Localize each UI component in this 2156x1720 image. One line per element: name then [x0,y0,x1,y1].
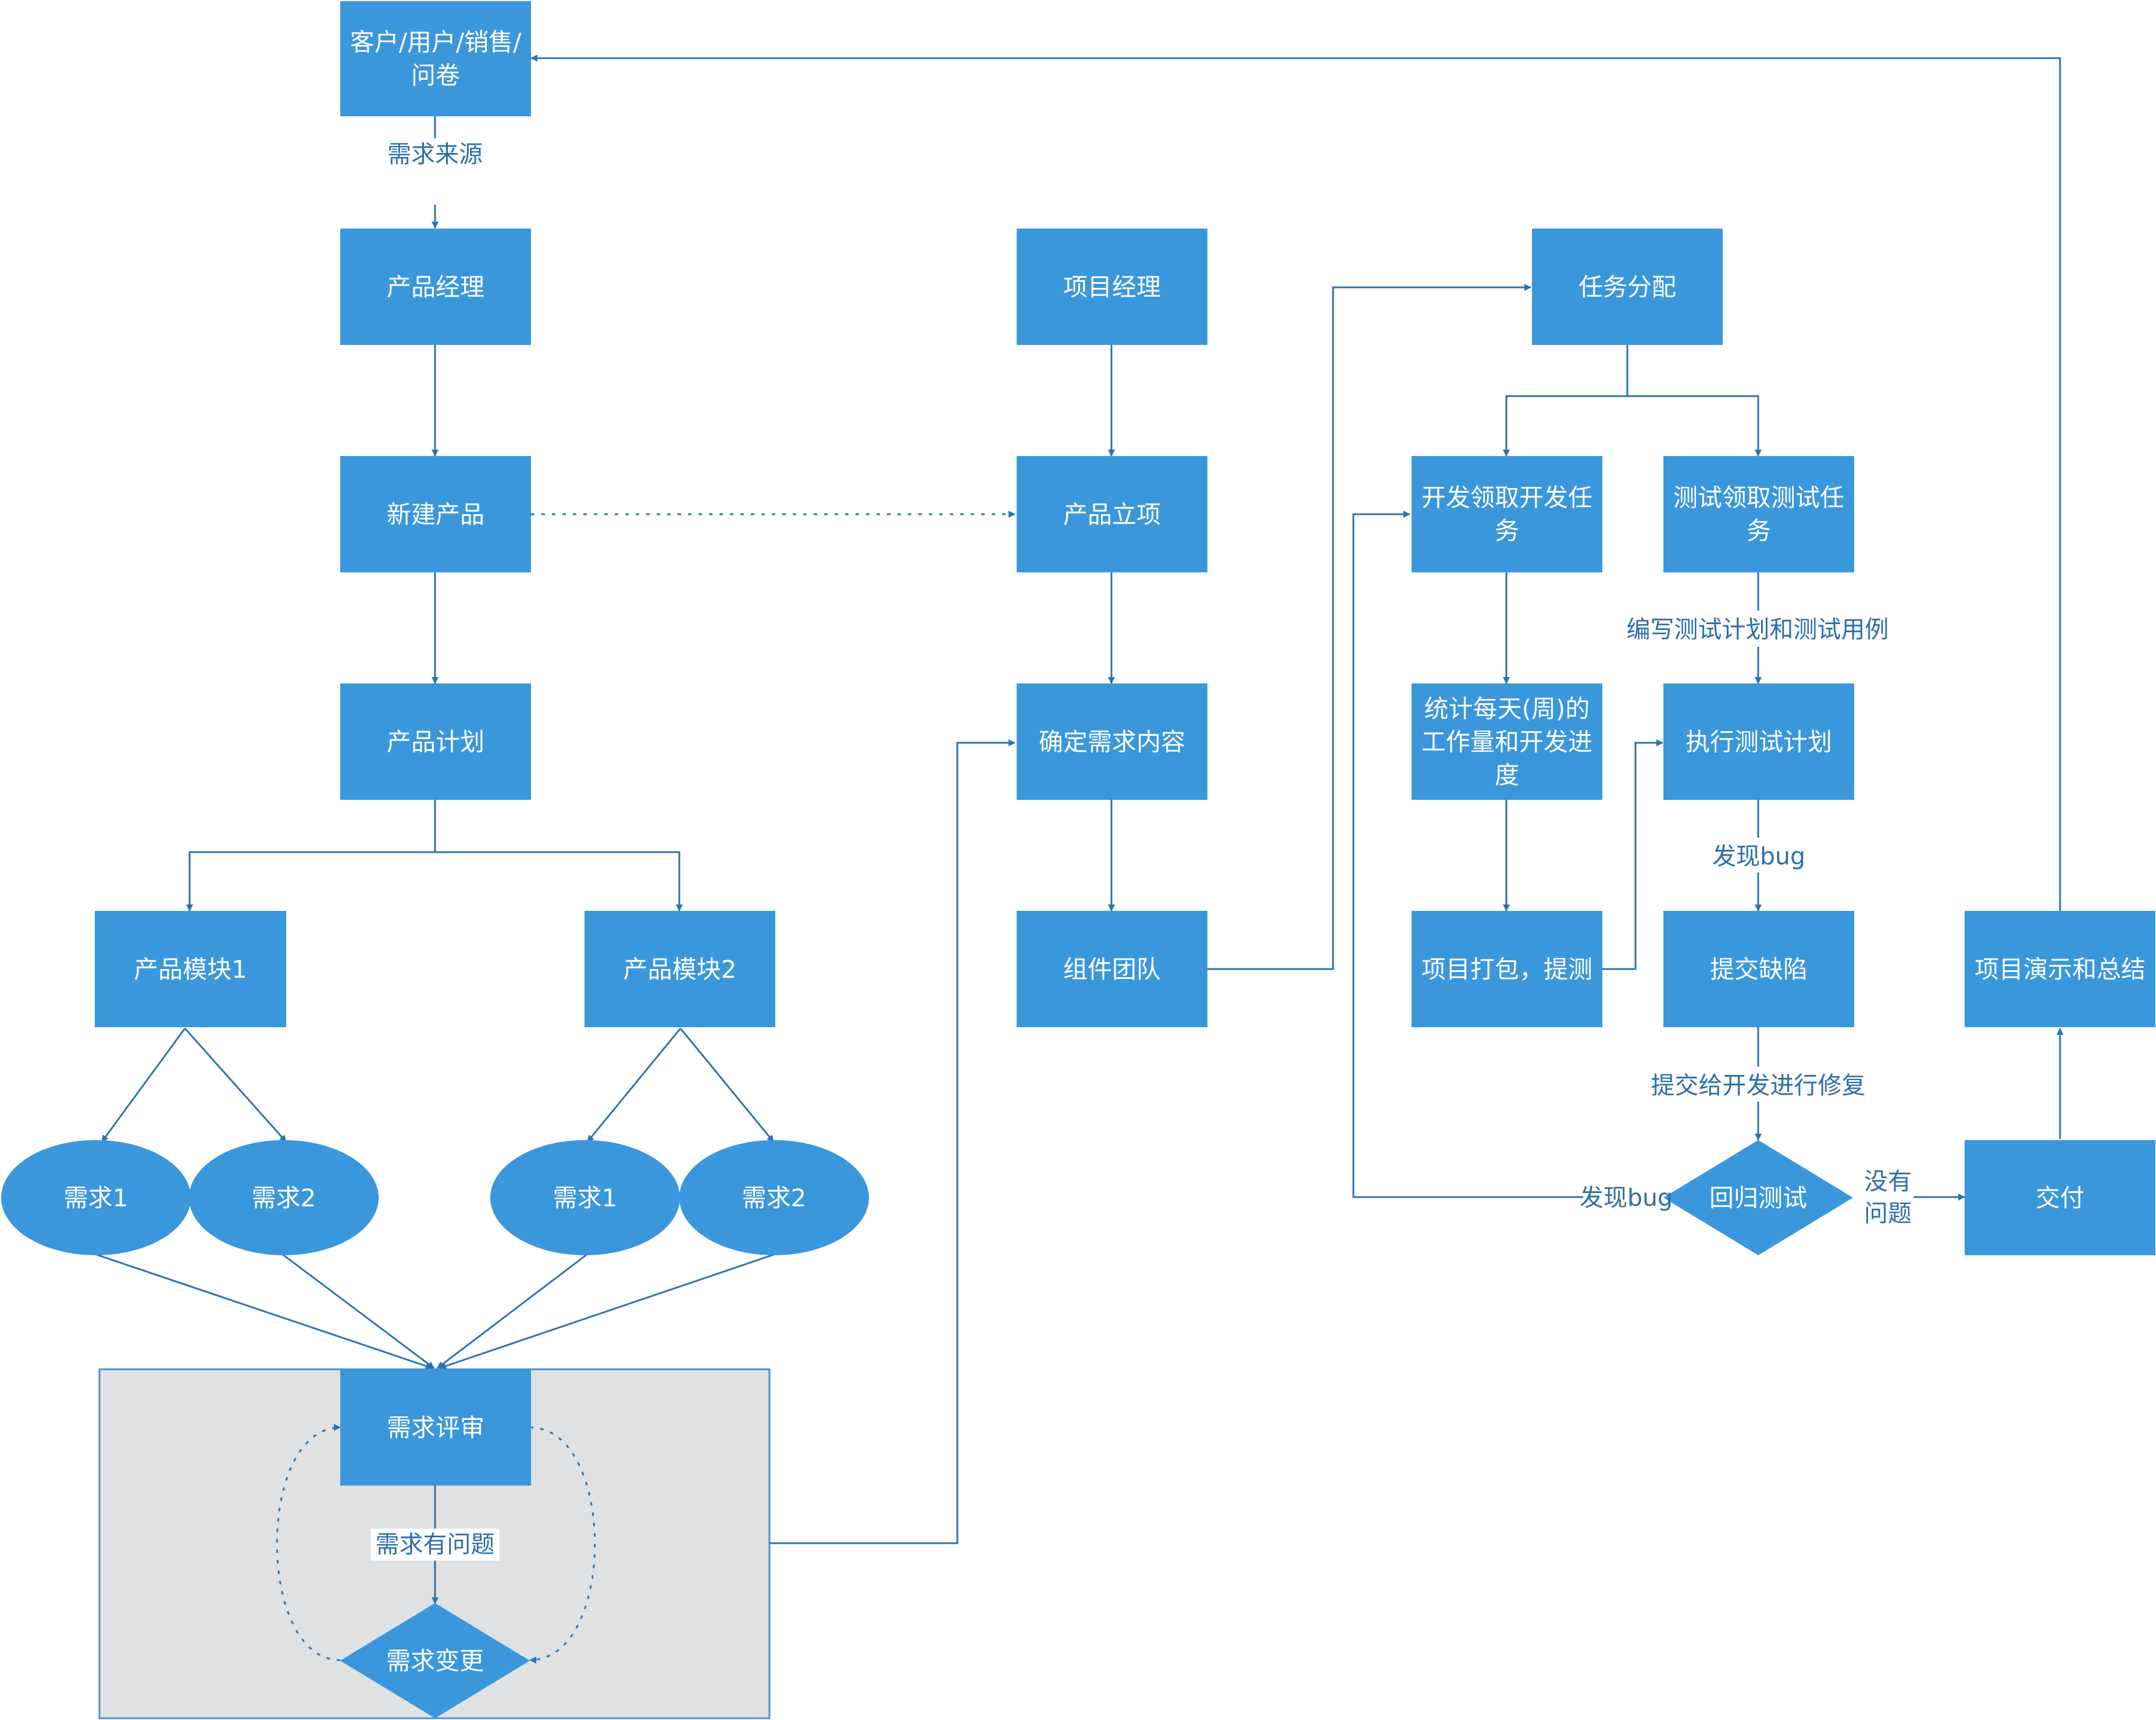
edge-package-exec [1602,739,1663,970]
edge-req1b-review [437,1253,588,1369]
node-product-plan: 产品计划 [340,683,531,800]
node-project-setup: 产品立项 [1017,456,1207,572]
edge-m2-req2b [679,1028,775,1142]
node-module-2: 产品模块2 [585,911,775,1027]
edge-plan-module1 [186,800,436,911]
edge-label-no-problem: 没有问题 [1864,1167,1912,1227]
node-component-team: 组件团队 [1017,911,1207,1027]
edge-req2a-review [281,1253,434,1369]
node-req1-module2: 需求1 [490,1140,680,1255]
node-execute-test-plan: 执行测试计划 [1663,683,1854,800]
edge-m1-req1a [101,1028,186,1142]
edge-label-found-bug-exec: 发现bug [1712,842,1806,870]
node-package-submit-test: 项目打包，提测 [1412,911,1602,1027]
node-project-manager: 项目经理 [1017,229,1207,345]
edge-label-submit-to-dev: 提交给开发进行修复 [1651,1071,1866,1099]
node-module-1: 产品模块1 [95,911,286,1027]
node-req2-module2: 需求2 [679,1140,869,1255]
edge-assign-test [1627,395,1762,457]
node-new-product: 新建产品 [340,456,531,572]
edge-group-confirm [769,739,1015,1544]
node-demo-summary: 项目演示和总结 [1965,911,2155,1027]
node-submit-defect: 提交缺陷 [1663,911,1854,1027]
node-req1-module1: 需求1 [1,1140,191,1255]
node-requirement-change: 需求变更 [340,1603,530,1718]
edge-req2b-review [439,1253,776,1370]
node-confirm-requirements: 确定需求内容 [1017,683,1207,800]
edge-regression-dev [1352,511,1583,1198]
edge-label-requirement-source: 需求来源 [387,140,483,168]
edge-label-write-test-plan: 编写测试计划和测试用例 [1626,615,1889,643]
node-regression-test: 回归测试 [1663,1140,1853,1255]
edge-assign-dev [1503,345,1628,457]
node-customer: 客户/用户/销售/问卷 [340,1,531,116]
node-req2-module1: 需求2 [189,1140,379,1255]
node-task-assignment: 任务分配 [1532,229,1723,345]
edge-change-review-loop [276,1424,341,1661]
edge-demo-customer [530,55,2061,911]
edge-req1a-review [94,1253,433,1370]
edge-label-requirement-problem: 需求有问题 [370,1529,500,1561]
node-dev-statistics: 统计每天(周)的工作量和开发进度 [1412,683,1602,800]
node-delivery: 交付 [1965,1140,2155,1255]
node-requirement-review: 需求评审 [340,1369,531,1486]
edge-m2-req1b [586,1028,682,1142]
edge-plan-module2 [435,851,683,911]
edge-label-found-bug-regression: 发现bug [1580,1184,1673,1212]
edge-team-assign [1207,284,1531,970]
node-product-manager: 产品经理 [340,229,531,345]
node-test-task: 测试领取测试任务 [1663,456,1854,572]
edge-m1-req2a [184,1028,287,1142]
node-dev-task: 开发领取开发任务 [1412,456,1602,572]
